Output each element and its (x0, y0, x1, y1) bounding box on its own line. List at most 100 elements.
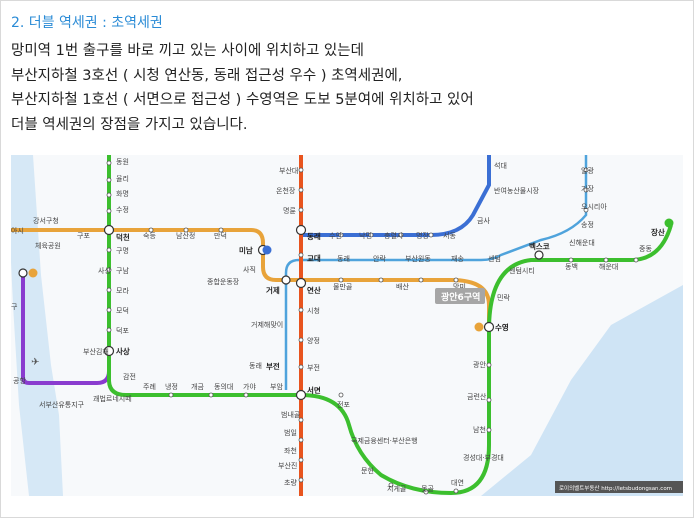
station-label: 반여농산물시장 (494, 186, 540, 195)
station-label: 서동 (443, 231, 456, 240)
station-label: 감전 (123, 372, 136, 381)
station-label: 동원 (116, 157, 129, 166)
station-label: 기장 (581, 184, 594, 193)
station-label: 덕천 (116, 232, 130, 242)
line-badge-3 (28, 268, 38, 278)
station-label: 초량 (284, 479, 297, 487)
station-label: 오시리아 (581, 202, 607, 211)
station-label: 연산 (307, 285, 321, 295)
station-label: 전포 (337, 400, 350, 409)
station-label: 센텀 (488, 254, 501, 263)
station-label: 못골 (421, 485, 434, 493)
station-label: 구포 (77, 232, 90, 240)
station-label: 지게골 (387, 484, 407, 493)
station-label: 대연 (451, 479, 464, 487)
station-label: 낙민 (359, 231, 372, 240)
subway-map-image: 동원 율리 화명 수정 덕천 구명 구남 모라 모덕 덕포 사상 강서구청 체육… (11, 155, 683, 496)
line-badge-4 (262, 245, 272, 255)
station-label: 수정 (116, 205, 129, 214)
station-label: 가야 (243, 382, 256, 391)
station-label: 장산 (651, 227, 665, 237)
station-label: 부전 (266, 361, 280, 371)
station-label: 동래 (307, 231, 321, 241)
station-label: 금련산 (467, 392, 487, 401)
station-label: 신해운대 (569, 238, 595, 247)
station-label: 시청 (307, 307, 320, 315)
description-paragraph: 망미역 1번 출구를 바로 끼고 있는 사이에 위치하고 있는데 부산지하철 3… (11, 39, 474, 137)
station-label: 민락 (497, 293, 510, 302)
station-label: 사직 (243, 265, 256, 274)
station-label: 거제해맞이 (251, 320, 283, 329)
station-label: 동백 (565, 262, 578, 271)
station-label: 개금 (191, 382, 204, 391)
station-label: 동래 (249, 361, 262, 370)
station-label: 사상 (98, 266, 111, 275)
line-badge-2 (664, 218, 674, 228)
station-label: 냉정 (165, 382, 178, 391)
paragraph-line: 더블 역세권의 장점을 가지고 있습니다. (11, 116, 248, 133)
station-label: 범일 (284, 428, 297, 437)
station-label: 거제 (266, 285, 280, 295)
line-badge-3b (474, 322, 484, 332)
paragraph-line: 부산지하철 3호선 ( 시청 연산동, 동래 접근성 우수 ) 초역세권에, (11, 67, 403, 84)
donghae-line (284, 155, 588, 390)
station-label: 부암 (270, 383, 283, 391)
station-label: 범내골 (281, 410, 301, 419)
station-label: 구명 (116, 246, 129, 255)
station-label: 부산진 (278, 461, 297, 470)
station-label: 경성대·부경대 (463, 453, 504, 462)
section-heading: 2. 더블 역세권 : 초역세권 (11, 15, 163, 31)
station-label: 센텀시티 (509, 266, 535, 275)
station-label: 모덕 (116, 306, 129, 315)
station-label: 부산김해 (83, 347, 109, 356)
station-label: 석대 (494, 161, 507, 170)
station-labels: 동원 율리 화명 수정 덕천 구명 구남 모라 모덕 덕포 사상 강서구청 체육… (11, 157, 665, 493)
subway-map-svg: 동원 율리 화명 수정 덕천 구명 구남 모라 모덕 덕포 사상 강서구청 체육… (11, 155, 683, 496)
station-label: 교대 (307, 253, 321, 263)
station-label: 덕포 (116, 326, 129, 335)
paragraph-line: 망미역 1번 출구를 바로 끼고 있는 사이에 위치하고 있는데 (11, 43, 364, 59)
station-label: 구 (11, 303, 18, 311)
station-label: 괘법르네시떼 (93, 394, 132, 403)
station-label: 모라 (116, 286, 129, 295)
station-label: 서부산유통지구 (39, 400, 85, 409)
station-label: 부산원동 (405, 254, 431, 263)
sea-area (481, 285, 683, 496)
station-label: 명장 (416, 231, 429, 240)
station-label: 구남 (116, 266, 129, 275)
station-label: 아시 (11, 226, 24, 235)
station-label: 남산정 (176, 231, 195, 240)
station-label: 부산대 (279, 166, 298, 175)
station-label: 물만골 (333, 282, 353, 291)
station-label: 화명 (116, 189, 129, 198)
station-label: 양정 (307, 336, 320, 345)
station-label: 배산 (396, 282, 409, 291)
credit-text: 로이의벨트부동산 http://letsbudongsan.com (559, 484, 672, 492)
line3 (11, 228, 491, 330)
station-label: 동래 (337, 254, 350, 263)
station-label: 서면 (307, 385, 321, 395)
station-label: 송정 (581, 220, 594, 229)
station-label: 수안 (329, 231, 342, 240)
station-label: 주례 (143, 382, 156, 391)
station-label: 망미 (453, 282, 466, 291)
highlight-box (435, 288, 485, 304)
paragraph-line: 부산지하철 1호선 ( 서면으로 접근성 ) 수영역은 도보 5분여에 위치하고… (11, 92, 474, 108)
station-label: 중동 (639, 245, 652, 253)
station-label: 해운대 (599, 262, 618, 271)
station-label: 광안 (473, 360, 486, 369)
station-label: 율리 (116, 174, 129, 183)
credit-box (555, 481, 683, 493)
station-label: 만덕 (214, 231, 227, 240)
station-label: 미남 (239, 245, 253, 255)
station-label: 좌천 (284, 446, 297, 455)
station-label: 금사 (477, 216, 490, 225)
transfer-markers (18, 224, 544, 401)
station-label: 재송 (451, 255, 464, 263)
station-label: 국제금융센터·부산은행 (351, 436, 418, 445)
highlight-label: 광안6구역 (441, 291, 480, 303)
station-label: 강서구청 (33, 216, 59, 225)
river-area (11, 155, 63, 496)
line4 (301, 155, 491, 237)
station-label: 체육공원 (35, 241, 61, 250)
